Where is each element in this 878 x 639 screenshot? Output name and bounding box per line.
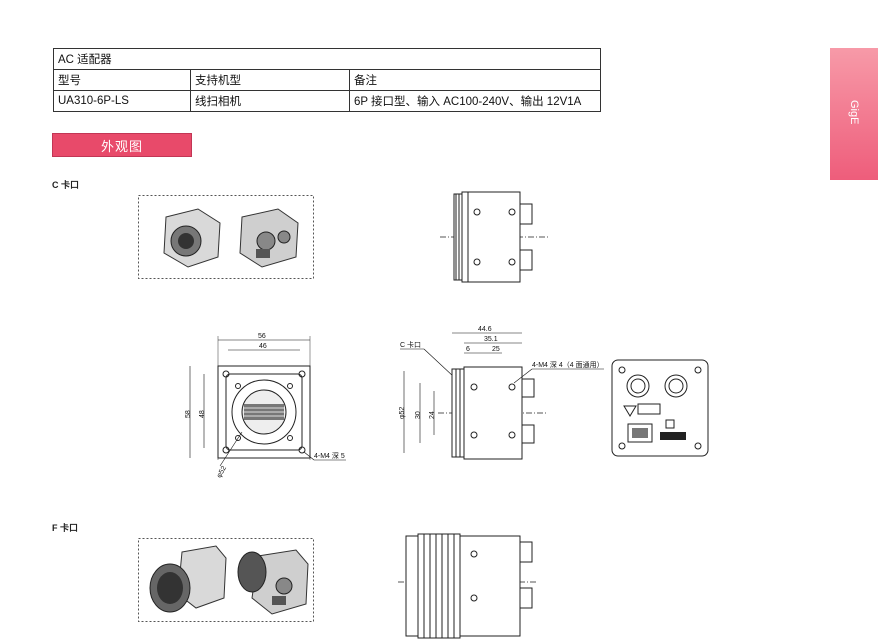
header-remarks: 备注 bbox=[349, 69, 601, 91]
mount-label-c: C 卡口 bbox=[52, 180, 80, 190]
dim-height-24: 24 bbox=[429, 411, 436, 419]
dim-m4-side: 4-M4 深 4（4 面通用） bbox=[532, 360, 604, 369]
dim-width-46: 46 bbox=[259, 343, 267, 350]
front-view-drawing: 56 46 58 48 φ52 4-M4 深 5 bbox=[185, 333, 346, 479]
warning-icon bbox=[623, 405, 637, 417]
mount-label-f: F 卡口 bbox=[52, 523, 78, 533]
c-mount-photo bbox=[138, 195, 314, 279]
dim-height-58: 58 bbox=[185, 410, 192, 418]
camera-rear-view-image bbox=[239, 208, 299, 268]
adapter-spec-table: AC 适配器 型号 支持机型 备注 UA310-6P-LS 线扫相机 6P 接口… bbox=[53, 48, 601, 112]
table-row: UA310-6P-LS 线扫相机 6P 接口型、输入 AC100-240V、输出… bbox=[53, 90, 601, 112]
c-mount-side-view-top bbox=[440, 191, 548, 283]
side-tab-label: GigE bbox=[848, 100, 860, 125]
f-camera-rear-view-image bbox=[237, 549, 309, 615]
f-camera-front-view-image bbox=[149, 545, 227, 613]
dim-length-25: 25 bbox=[492, 346, 500, 353]
f-mount-side-view bbox=[398, 533, 536, 639]
header-model: 型号 bbox=[53, 69, 191, 91]
rear-view-drawing bbox=[611, 359, 709, 457]
dim-m4-front: 4-M4 深 5 bbox=[314, 451, 345, 460]
cell-model: UA310-6P-LS bbox=[53, 90, 191, 112]
camera-front-view-image bbox=[163, 208, 221, 268]
section-title-appearance: 外观图 bbox=[52, 133, 192, 157]
dim-length-6: 6 bbox=[466, 346, 470, 353]
side-view-drawing: C 卡口 44.6 35.1 25 6 φ52 30 24 4-M4 深 4（4… bbox=[399, 326, 604, 460]
side-tab-gige[interactable]: GigE bbox=[830, 48, 878, 180]
table-title-row: AC 适配器 bbox=[53, 48, 601, 70]
dim-width-56: 56 bbox=[258, 333, 266, 340]
table-header-row: 型号 支持机型 备注 bbox=[53, 69, 601, 91]
dim-height-48: 48 bbox=[199, 410, 206, 418]
header-supported-model: 支持机型 bbox=[190, 69, 350, 91]
dim-diameter-52-front: φ52 bbox=[216, 465, 228, 479]
cell-supported-model: 线扫相机 bbox=[190, 90, 350, 112]
dim-diameter-52-side: φ52 bbox=[399, 407, 406, 419]
f-mount-photo bbox=[138, 538, 314, 622]
table-title: AC 适配器 bbox=[53, 48, 601, 70]
dim-length-35-1: 35.1 bbox=[484, 336, 498, 343]
dim-height-30: 30 bbox=[415, 411, 422, 419]
cell-remarks: 6P 接口型、输入 AC100-240V、输出 12V1A bbox=[349, 90, 601, 112]
dim-length-44-6: 44.6 bbox=[478, 326, 492, 333]
callout-c-mount: C 卡口 bbox=[400, 340, 421, 349]
